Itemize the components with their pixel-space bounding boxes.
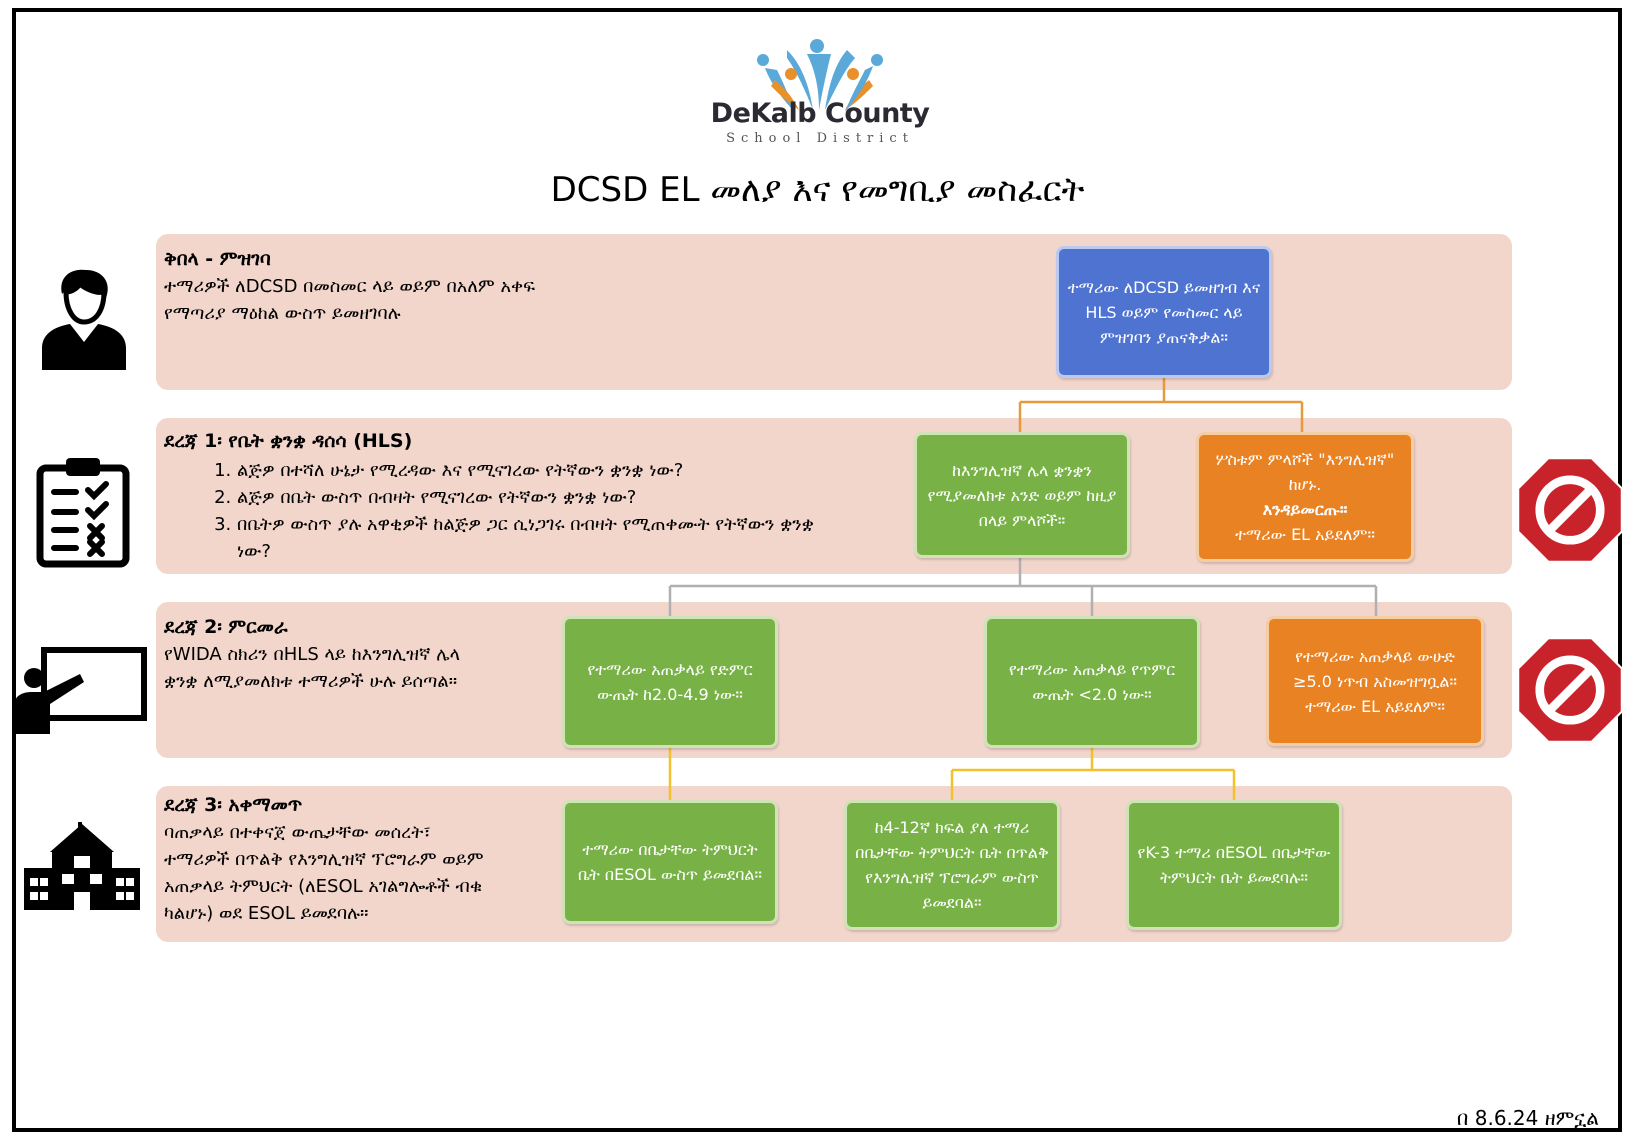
teacher-board-icon	[14, 647, 147, 734]
score-below-2-text: የተማሪው አጠቃላይ የጥምር ውጤት <2.0 ነው።	[1008, 660, 1176, 704]
page-frame	[12, 8, 1622, 1132]
district-logo	[757, 39, 883, 112]
stage2-heading: ደረጃ 2፡ ምርመራ	[164, 616, 288, 638]
band-intake	[156, 234, 1512, 390]
score-5-plus-box: የተማሪው አጠቃላይ ውሁድ ≥5.0 ነጥብ አስመዝግቧል። ተማሪው E…	[1266, 616, 1484, 746]
stage-intake-line1: ተማሪዎች ለDCSD በመስመር ላይ ወይም በአለም አቀፍ	[164, 276, 535, 297]
non-english-response-box: ከእንግሊዝኛ ሌላ ቋንቋን የሚያመለክቱ አንድ ወይም ከዚያ በላይ …	[914, 432, 1130, 558]
stage3-line2: ተማሪዎች በጥልቅ የእንግሊዝኛ ፕሮግራም ወይም	[164, 849, 484, 870]
stage-intake-line2: የማጣሪያ ማዕከል ውስጥ ይመዘገባሉ	[164, 303, 401, 324]
page-title: DCSD EL መለያ እና የመግቢያ መስፈርት	[550, 170, 1085, 210]
stage3-line1: ባጠቃላይ በተቀናጀ ውጤታቸው መሰረት፣	[164, 822, 431, 843]
school-building-icon	[24, 822, 140, 910]
intensive-english-placement-box: ከ4-12ኛ ክፍል ያለ ተማሪ በቤታቸው ትምህርት ቤት በጥልቅ የእ…	[844, 800, 1060, 930]
enroll-box-text: ተማሪው ለDCSD ይመዘገብ እና HLS ወይም የመስመር ላይ ምዝገ…	[1067, 277, 1261, 347]
not-el-label: ተማሪው EL አይደለም።	[1235, 525, 1375, 544]
stage1-heading: ደረጃ 1፡ የቤት ቋንቋ ዳሰሳ (HLS)	[164, 430, 413, 452]
logo-name: DeKalb County	[710, 98, 930, 129]
intensive-english-placement-text: ከ4-12ኛ ክፍል ያለ ተማሪ በቤታቸው ትምህርት ቤት በጥልቅ የእ…	[855, 818, 1049, 912]
stage3-line4: ካልሆኑ) ወደ ESOL ይመደባሉ።	[164, 903, 369, 924]
hls-question: ልጅዎ በተሻለ ሁኔታ የሚረዳው እና የሚናገረው የትኛውን ቋንቋ ነ…	[237, 457, 844, 484]
stage2-line2: ቋንቋ ለሚያመለክቱ ተማሪዎች ሁሉ ይሰጣል።	[164, 671, 458, 692]
stage-intake-text: ቅበላ - ምዝገባ ተማሪዎች ለDCSD በመስመር ላይ ወይም በአለም…	[164, 246, 724, 327]
k3-esol-placement-box: የK-3 ተማሪ በESOL በቤታቸው ትምህርት ቤት ይመደባሉ።	[1126, 800, 1342, 930]
score-2-4-9-text: የተማሪው አጠቃላይ የድምር ውጤት ከ2.0-4.9 ነው።	[587, 660, 753, 704]
all-english-response-box: ሦስቱም ምላሾች "እንግሊዝኛ" ከሆኑ. እንዳይመርጡ። ተማሪው EL…	[1196, 432, 1414, 562]
esol-placement-box: ተማሪው በቤታቸው ትምህርት ቤት በESOL ውስጥ ይመደባል።	[562, 800, 778, 924]
score-2-4-9-box: የተማሪው አጠቃላይ የድምር ውጤት ከ2.0-4.9 ነው።	[562, 616, 778, 748]
stage2-text: ደረጃ 2፡ ምርመራ የWIDA ስክሪን በHLS ላይ ከእንግሊዝኛ ሌ…	[164, 614, 584, 695]
stage2-line1: የWIDA ስክሪን በHLS ላይ ከእንግሊዝኛ ሌላ	[164, 644, 461, 665]
stop-sign-icon	[1517, 637, 1623, 743]
score-5-plus-text: የተማሪው አጠቃላይ ውሁድ ≥5.0 ነጥብ አስመዝግቧል። ተማሪው E…	[1293, 646, 1457, 716]
logo-subtitle: School District	[726, 131, 914, 146]
score-below-2-box: የተማሪው አጠቃላይ የጥምር ውጤት <2.0 ነው።	[984, 616, 1200, 748]
esol-placement-text: ተማሪው በቤታቸው ትምህርት ቤት በESOL ውስጥ ይመደባል።	[577, 840, 762, 884]
all-english-line1: ሦስቱም ምላሾች "እንግሊዝኛ" ከሆኑ.	[1215, 450, 1395, 494]
stage3-heading: ደረጃ 3፡ አቀማመጥ	[164, 794, 303, 816]
k3-esol-placement-text: የK-3 ተማሪ በESOL በቤታቸው ትምህርት ቤት ይመደባሉ።	[1137, 843, 1331, 887]
stage-intake-heading: ቅበላ - ምዝገባ	[164, 248, 271, 270]
stage3-line3: አጠቃላይ ትምህርት (ለESOL አገልግሎቶች ብቁ	[164, 876, 483, 897]
stage3-text: ደረጃ 3፡ አቀማመጥ ባጠቃላይ በተቀናጀ ውጤታቸው መሰረት፣ ተማሪ…	[164, 792, 594, 927]
hls-question: በቤትዎ ውስጥ ያሉ አዋቂዎች ከልጅዎ ጋር ሲነጋገሩ በብዛት የሚጠ…	[237, 511, 844, 565]
hls-question-list: ልጅዎ በተሻለ ሁኔታ የሚረዳው እና የሚናገረው የትኛውን ቋንቋ ነ…	[164, 457, 844, 565]
person-icon	[42, 269, 126, 370]
updated-date: በ 8.6.24 ዘምኗል	[1456, 1106, 1599, 1130]
do-not-screen-label: እንዳይመርጡ።	[1262, 500, 1348, 519]
stage1-text: ደረጃ 1፡ የቤት ቋንቋ ዳሰሳ (HLS) ልጅዎ በተሻለ ሁኔታ የሚ…	[164, 428, 844, 565]
checklist-icon	[36, 458, 130, 568]
non-english-response-text: ከእንግሊዝኛ ሌላ ቋንቋን የሚያመለክቱ አንድ ወይም ከዚያ በላይ …	[927, 460, 1117, 530]
hls-question: ልጅዎ በቤት ውስጥ በብዛት የሚናገረው የትኛውን ቋንቋ ነው?	[237, 484, 844, 511]
stop-sign-icon	[1517, 457, 1623, 563]
enroll-box: ተማሪው ለDCSD ይመዘገብ እና HLS ወይም የመስመር ላይ ምዝገ…	[1056, 246, 1272, 378]
